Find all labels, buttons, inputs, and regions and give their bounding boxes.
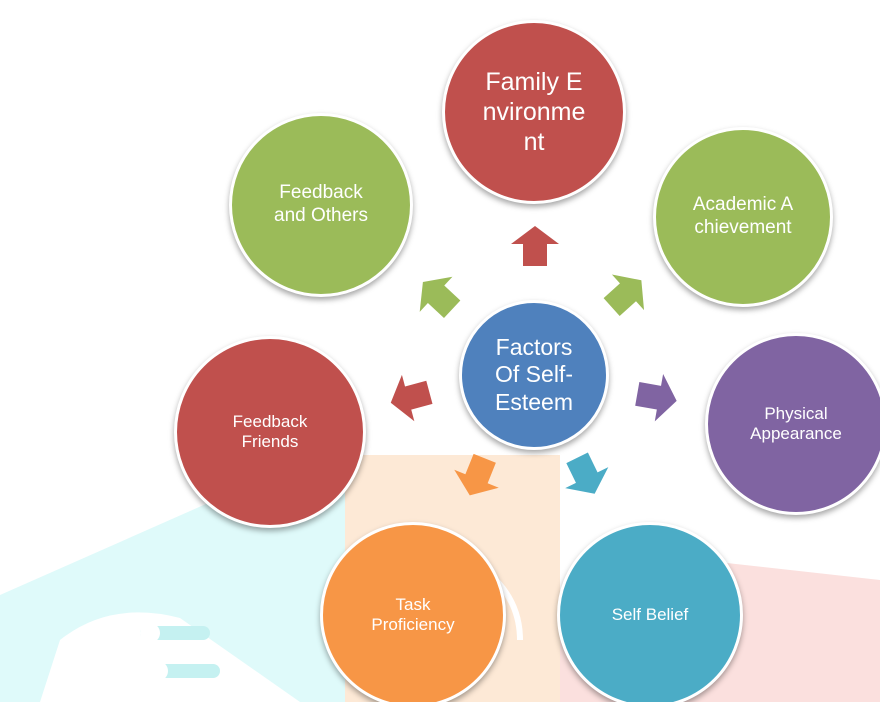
node-label: Family Environment xyxy=(482,68,586,156)
node-academic-achievement: Academic Achievement xyxy=(653,127,833,307)
node-label: Physical Appearance xyxy=(750,403,842,443)
node-label: Feedback and Others xyxy=(274,182,368,226)
node-task-proficiency: Task Proficiency xyxy=(320,522,506,702)
arrow-to-feedback-and-others xyxy=(419,276,461,319)
arrow-to-physical-appearance xyxy=(635,374,677,422)
node-physical-appearance: Physical Appearance xyxy=(705,333,880,515)
arrow-to-task-proficiency xyxy=(454,453,499,496)
node-label: Task Proficiency xyxy=(371,594,455,634)
arrow-to-academic-achievement xyxy=(603,274,645,316)
node-self-belief: Self Belief xyxy=(557,522,743,702)
node-label: Academic Achievement xyxy=(692,194,794,238)
node-family-environment: Family Environment xyxy=(442,20,626,204)
node-feedback-and-others: Feedback and Others xyxy=(229,113,413,297)
node-label: Feedback Friends xyxy=(232,411,308,451)
node-feedback-friends: Feedback Friends xyxy=(174,336,366,528)
node-label: Self Belief xyxy=(611,604,689,624)
arrow-to-self-belief xyxy=(565,452,609,494)
arrow-to-feedback-friends xyxy=(390,374,433,422)
center-node: Factors Of Self-Esteem xyxy=(459,300,609,450)
arrow-to-family-environment xyxy=(511,226,559,266)
center-label: Factors Of Self-Esteem xyxy=(495,333,573,415)
